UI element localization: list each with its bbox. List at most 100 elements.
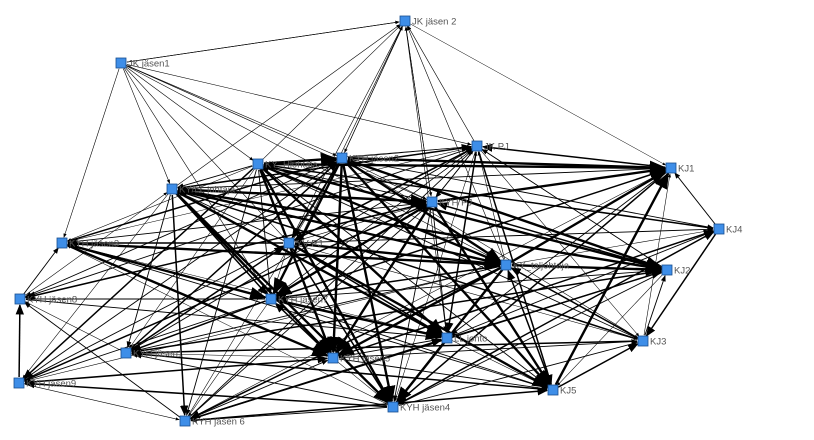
- edge-kyh7-to-kyh6: [188, 303, 268, 417]
- edge-kytal-to-jkpj: [477, 151, 505, 260]
- node-yvpj[interactable]: YV PJ: [283, 237, 323, 250]
- edge-lljohto-to-kyh5: [338, 338, 442, 359]
- node-kyh8[interactable]: KYH jäsen8: [14, 293, 77, 306]
- node-square[interactable]: [336, 152, 348, 164]
- node-square[interactable]: [252, 158, 264, 170]
- edge-yvpj-to-jk2: [291, 25, 403, 238]
- node-square[interactable]: [547, 384, 559, 396]
- edge-kj1-to-jkpj: [481, 143, 666, 169]
- edge-jkpj-to-jk2: [407, 25, 475, 141]
- node-label: KYH jäsen5: [340, 354, 390, 365]
- edge-kyh6-to-kyh5: [190, 359, 329, 420]
- node-square[interactable]: [265, 293, 277, 305]
- node-kyhpj[interactable]: KYH PJ: [426, 196, 473, 209]
- node-kyh6[interactable]: KYH jäsen 6: [179, 415, 245, 428]
- edge-yvpj-to-kj5: [293, 244, 550, 389]
- edge-kyll-to-jkpj: [177, 143, 473, 189]
- node-kj3[interactable]: KJ3: [637, 335, 666, 348]
- node-square[interactable]: [56, 237, 68, 249]
- edge-kj2-to-kj5: [556, 274, 664, 386]
- node-label: KYH PJ: [439, 198, 473, 209]
- edge-kyll-to-kyh1: [126, 194, 171, 348]
- edge-kyll-to-kyhpj: [177, 188, 428, 208]
- node-kyh4[interactable]: KYH jäsen4: [387, 401, 450, 414]
- edge-kyh4-to-kyh6: [190, 406, 388, 423]
- node-label: KYH jäsen2: [349, 154, 399, 165]
- node-square[interactable]: [399, 15, 411, 27]
- node-square[interactable]: [327, 352, 339, 364]
- edge-kyhpj-to-yvpj: [294, 203, 427, 242]
- node-kyh3[interactable]: KYH jäsen3: [56, 237, 119, 250]
- node-jk1[interactable]: JK jäsen1: [115, 57, 170, 70]
- node-lljohto[interactable]: LL johto: [441, 332, 487, 345]
- node-square[interactable]: [426, 196, 438, 208]
- node-square[interactable]: [441, 332, 453, 344]
- node-label: KYH jäsen7: [278, 295, 328, 306]
- edge-kj1-to-lljohto: [451, 171, 667, 335]
- edge-jk1-to-kyh3: [63, 68, 120, 238]
- edge-kyll-to-kyh9: [22, 193, 169, 379]
- node-jk2[interactable]: JK jäsen 2: [399, 15, 456, 28]
- node-square[interactable]: [179, 415, 191, 427]
- edge-kytal-to-kyh9: [24, 266, 501, 383]
- node-label: KYH jäsen3: [69, 239, 119, 250]
- edge-kyh7-to-lljohto: [276, 299, 443, 340]
- node-kj2[interactable]: KJ2: [661, 264, 690, 277]
- node-square[interactable]: [283, 237, 295, 249]
- node-label: KY_taljohtaja: [513, 261, 570, 272]
- edge-kyh8-to-kyh3: [23, 247, 59, 295]
- edge-kytal-to-jk2: [407, 26, 504, 260]
- edge-kj5-to-kj1: [554, 171, 670, 386]
- node-label: KJ3: [650, 337, 666, 348]
- node-square[interactable]: [665, 162, 677, 174]
- node-kyh5[interactable]: KYH jäsen5: [327, 352, 390, 365]
- edge-kyh3-to-kyhpj: [67, 200, 427, 243]
- edge-kyh3-to-kyh2: [67, 158, 338, 243]
- node-square[interactable]: [661, 264, 673, 276]
- node-square[interactable]: [637, 335, 649, 347]
- edge-kj4-to-kj3: [645, 233, 717, 337]
- edge-kyh6-to-kj5: [190, 387, 549, 422]
- node-square[interactable]: [115, 57, 127, 69]
- node-label: KJ1: [678, 164, 694, 175]
- node-kyh_hj[interactable]: KY_Hjohtaja: [252, 158, 319, 171]
- node-label: KYH jäsen9: [26, 379, 76, 390]
- edge-kj4-to-kj1: [674, 172, 716, 225]
- node-kj5[interactable]: KJ5: [547, 384, 576, 397]
- node-square[interactable]: [13, 377, 25, 389]
- node-kyh1[interactable]: KYH jäsen1: [120, 347, 183, 360]
- node-kj4[interactable]: KJ4: [713, 223, 742, 236]
- edge-jkpj-to-kj5: [478, 151, 553, 386]
- edge-kyh5-to-kj3: [338, 339, 638, 359]
- edge-kyh7-to-yvpj: [272, 248, 288, 294]
- edge-jk2-to-kyhpj: [405, 26, 433, 197]
- edge-jkpj-to-kj3: [480, 150, 640, 337]
- edge-yvpj-to-kytal: [294, 242, 502, 270]
- node-jkpj[interactable]: JK PJ: [471, 140, 509, 153]
- edge-yvpj-to-kj4: [294, 226, 714, 244]
- edge-kyhpj-to-kj1: [437, 164, 667, 203]
- node-square[interactable]: [120, 347, 132, 359]
- node-kyll[interactable]: KY/LL johtaja: [166, 183, 236, 196]
- edge-lljohto-to-kj5: [452, 340, 548, 388]
- node-square[interactable]: [500, 259, 512, 271]
- edge-kyh1-to-yvpj: [130, 245, 285, 351]
- edge-kj5-to-kytal: [507, 269, 552, 385]
- node-label: KJ5: [560, 386, 576, 397]
- node-kyh7[interactable]: KYH jäsen7: [265, 293, 328, 306]
- node-kytal[interactable]: KY_taljohtaja: [500, 259, 570, 272]
- node-square[interactable]: [14, 293, 26, 305]
- node-kj1[interactable]: KJ1: [665, 162, 694, 175]
- node-square[interactable]: [713, 223, 725, 235]
- edge-kyhpj-to-kyh5: [335, 206, 430, 355]
- node-kyh2[interactable]: KYH jäsen2: [336, 152, 399, 165]
- node-square[interactable]: [471, 140, 483, 152]
- node-label: JK PJ: [484, 142, 509, 153]
- edge-kyh2-to-kj1: [347, 157, 667, 175]
- edge-jk1-to-yvpj: [124, 67, 286, 239]
- node-square[interactable]: [387, 401, 399, 413]
- node-kyh9[interactable]: KYH jäsen9: [13, 377, 76, 390]
- node-square[interactable]: [166, 183, 178, 195]
- node-label: LL johto: [454, 334, 487, 345]
- edge-kyh_hj-to-kyll: [177, 165, 253, 189]
